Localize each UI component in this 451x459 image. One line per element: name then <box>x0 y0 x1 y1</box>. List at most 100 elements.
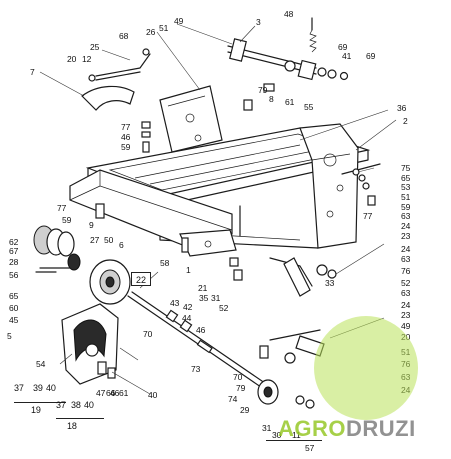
callout-36: 36 <box>397 103 407 113</box>
callout-30: 30 <box>272 430 282 440</box>
callout-43: 43 <box>170 298 180 308</box>
callout-70-b: 70 <box>233 372 243 382</box>
callout-46-c: 46 <box>110 388 120 398</box>
callout-48: 48 <box>284 9 294 19</box>
highlighted-part-label: 22 <box>131 272 151 286</box>
callout-26: 26 <box>146 27 156 37</box>
callout-51: 51 <box>159 23 169 33</box>
callout-25: 25 <box>90 42 100 52</box>
callout-57: 57 <box>305 443 315 453</box>
callout-40-b: 40 <box>46 383 56 393</box>
callout-46-b: 46 <box>196 325 206 335</box>
callout-67: 67 <box>9 246 19 256</box>
callout-20: 20 <box>67 54 77 64</box>
callout-47: 47 <box>96 388 106 398</box>
callout-11: 11 <box>292 430 301 440</box>
callout-8: 8 <box>269 94 274 104</box>
callout-24-c: 24 <box>401 300 411 310</box>
callout-21: 21 <box>198 283 208 293</box>
callout-40-c: 40 <box>84 400 94 410</box>
callout-63-b: 63 <box>401 254 411 264</box>
callout-74: 74 <box>228 394 238 404</box>
callout-76: 76 <box>401 266 411 276</box>
callout-18: 18 <box>67 421 77 431</box>
left-pulley-assembly <box>33 203 131 305</box>
callout-35: 35 <box>199 293 209 303</box>
callout-77-c: 77 <box>57 203 67 213</box>
callout-33: 33 <box>325 278 335 288</box>
gearbox-housing <box>61 303 119 385</box>
callout-2: 2 <box>403 116 408 126</box>
callout-37-a: 37 <box>14 383 24 393</box>
control-rod <box>88 48 151 82</box>
callout-39: 39 <box>33 383 43 393</box>
callout-69-b: 69 <box>366 51 376 61</box>
callout-31-b: 31 <box>262 423 272 433</box>
callout-56: 56 <box>9 270 19 280</box>
group-line-57 <box>266 440 322 441</box>
callout-79: 79 <box>258 85 268 95</box>
callout-66: 66 <box>106 388 116 398</box>
callout-44: 44 <box>182 313 192 323</box>
callout-12: 12 <box>82 54 92 64</box>
top-shaft <box>227 17 349 81</box>
callout-37-b: 37 <box>56 400 66 410</box>
callout-77: 77 <box>121 122 131 132</box>
callout-24: 24 <box>401 221 411 231</box>
watermark-prefix: AGRO <box>278 416 346 441</box>
callout-63: 63 <box>401 211 411 221</box>
callout-49-b: 49 <box>401 321 411 331</box>
bolt-stack-right <box>341 163 381 206</box>
callout-23: 23 <box>401 231 411 241</box>
callout-59-b: 59 <box>401 202 411 212</box>
callout-65: 65 <box>401 173 411 183</box>
callout-63-c: 63 <box>401 288 411 298</box>
callout-59-c: 59 <box>62 215 72 225</box>
callout-40: 40 <box>148 390 158 400</box>
callout-60: 60 <box>9 303 19 313</box>
callout-50: 50 <box>104 235 114 245</box>
callout-38: 38 <box>71 400 81 410</box>
callout-29: 29 <box>240 405 250 415</box>
callout-62: 62 <box>9 237 19 247</box>
callout-5: 5 <box>7 331 12 341</box>
callout-69: 69 <box>338 42 348 52</box>
callout-7: 7 <box>30 67 35 77</box>
main-frame <box>69 85 371 257</box>
callout-46: 46 <box>121 132 131 142</box>
callout-77-b: 77 <box>363 211 373 221</box>
callout-52: 52 <box>219 303 229 313</box>
callout-41: 41 <box>342 51 352 61</box>
callout-9: 9 <box>89 220 94 230</box>
group-line-18 <box>56 418 104 419</box>
callout-79-b: 79 <box>236 383 246 393</box>
callout-1: 1 <box>186 265 191 275</box>
callout-55: 55 <box>304 102 314 112</box>
callout-42: 42 <box>183 302 193 312</box>
hardware-misc <box>35 83 275 281</box>
callout-70: 70 <box>143 329 153 339</box>
callout-49: 49 <box>174 16 184 26</box>
cover-plate <box>81 85 135 111</box>
callout-68: 68 <box>119 31 129 41</box>
callout-3: 3 <box>256 17 261 27</box>
callout-73: 73 <box>191 364 201 374</box>
callout-45: 45 <box>9 315 19 325</box>
group-line-19 <box>14 402 66 403</box>
highlighted-part-number: 22 <box>135 275 146 285</box>
callout-61: 61 <box>285 97 295 107</box>
bolt-stack-left <box>141 121 151 153</box>
callout-31: 31 <box>211 293 221 303</box>
watermark-logo-badge <box>314 316 418 420</box>
callout-54: 54 <box>36 359 46 369</box>
watermark-suffix: DRUZI <box>346 416 416 441</box>
callout-27: 27 <box>90 235 100 245</box>
callout-23-b: 23 <box>401 310 411 320</box>
drive-shaft <box>127 291 279 405</box>
callout-59: 59 <box>121 142 131 152</box>
callout-28: 28 <box>9 257 19 267</box>
callout-53: 53 <box>401 182 411 192</box>
callout-51-b: 51 <box>401 192 411 202</box>
